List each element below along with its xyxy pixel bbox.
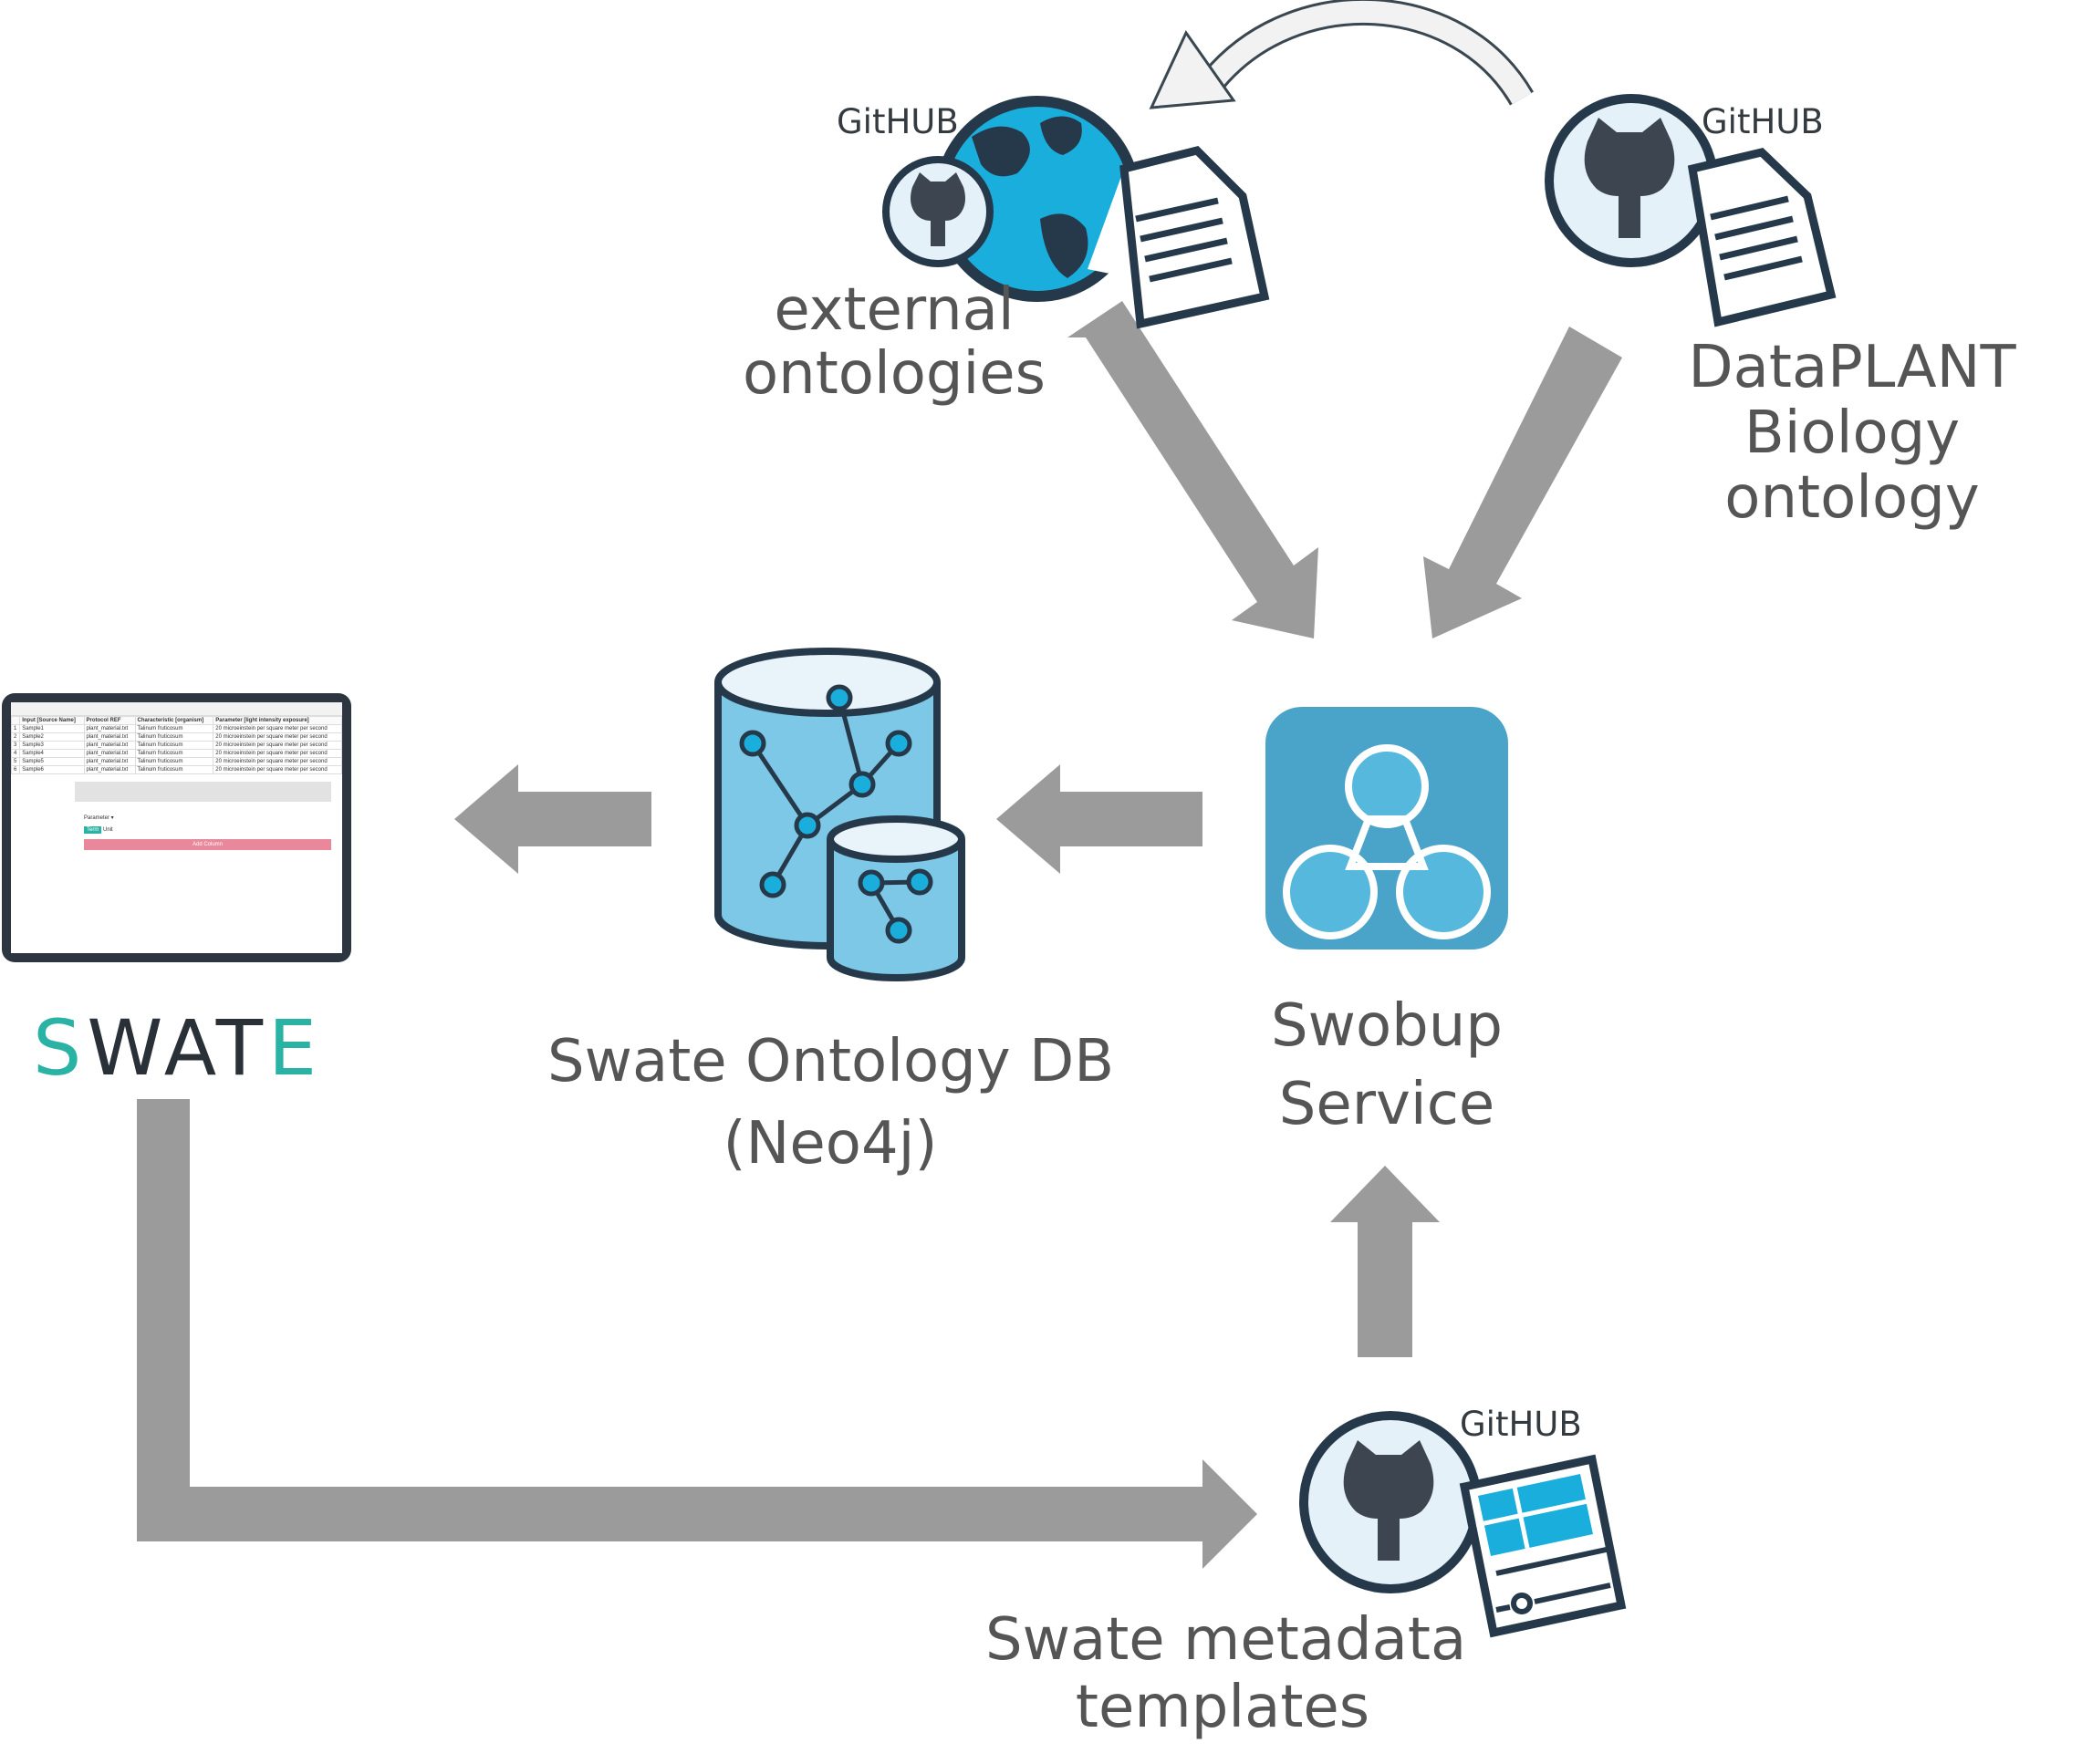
toolbar [11,702,342,716]
template-icon [1459,1454,1627,1638]
swate-ontology-db-label: Swate Ontology DB (Neo4j) [547,1028,1115,1178]
swate-app-screenshot: Input [Source Name] Protocol REF Charact… [2,693,351,962]
github-label-templates: GitHUB [1460,1405,1582,1444]
swobup-service-label: Swobup Service [1271,992,1503,1139]
column-header: Input [Source Name] [19,716,85,725]
column-header: Protocol REF [83,716,136,725]
arrow-external-to-swobup [1067,301,1318,638]
curved-arrow [1149,0,1534,109]
parameter-select: Parameter ▾ [84,815,114,821]
github-icon [1299,1411,1482,1593]
github-icon [1545,94,1718,267]
github-icon [882,156,994,267]
term-unit-toggle: Term Unit [84,826,342,834]
arrow-templates-to-swobup [1330,1166,1440,1357]
document-icon [1687,148,1837,327]
database-icon [714,648,965,981]
swate-templates-label: Swate metadata templates [985,1606,1467,1741]
external-ontologies-label: external ontologies [742,276,1046,409]
arrow-db-to-swate [454,764,651,874]
github-label-dataplant: GitHUB [1702,102,1824,141]
swate-logo: SWATE [33,1003,323,1093]
arrow-swate-to-templates [137,1099,1257,1569]
swobup-icon [1265,707,1508,949]
github-label-external: GitHUB [837,102,959,141]
arrow-swobup-to-db [996,764,1202,874]
add-column-button: Add Column [84,839,331,850]
add-building-block-bar [75,782,331,802]
arrow-dataplant-to-swobup [1423,327,1622,638]
document-icon [1088,146,1270,329]
dataplant-ontology-label: DataPLANT Biology ontology [1688,334,2016,533]
column-header: Parameter [light intensity exposure] [213,716,342,725]
column-header: Characteristic [organism] [134,716,214,725]
annotation-table: Input [Source Name] Protocol REF Charact… [11,716,342,774]
